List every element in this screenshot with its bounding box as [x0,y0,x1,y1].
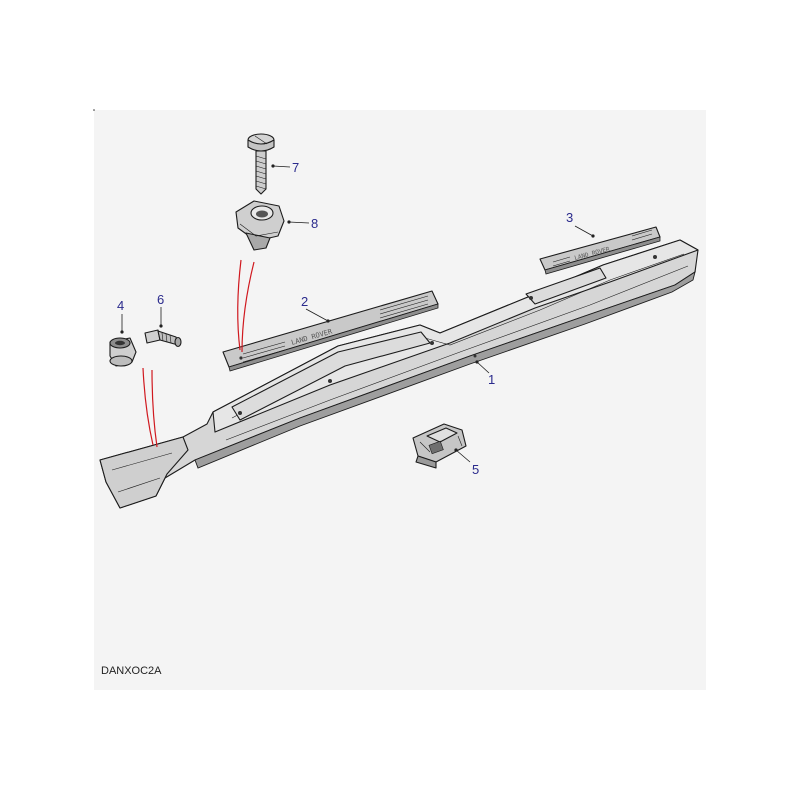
callout-7: 7 [292,160,299,175]
corner-dot [93,109,95,111]
callout-1: 1 [488,372,495,387]
part-2-front-sill-plate: LAND ROVER [222,290,439,372]
callout-6: 6 [157,292,164,307]
part-4-grommet [109,337,137,367]
callout-3: 3 [566,210,573,225]
part-3-rear-sill-plate: LAND ROVER [539,226,661,275]
callout-2: 2 [301,294,308,309]
part-5-bracket [412,423,467,469]
part-6-stud [144,329,182,348]
part-8-clip-housing [235,200,285,251]
guide-lines [142,259,255,448]
callout-4: 4 [117,298,124,313]
callout-8: 8 [311,216,318,231]
leader-lines [120,164,595,463]
part-7-screw [247,133,275,195]
part-1-sill-cover [99,239,699,509]
callout-5: 5 [472,462,479,477]
diagram-code: DANXOC2A [101,665,162,677]
diagram-panel [94,110,706,690]
